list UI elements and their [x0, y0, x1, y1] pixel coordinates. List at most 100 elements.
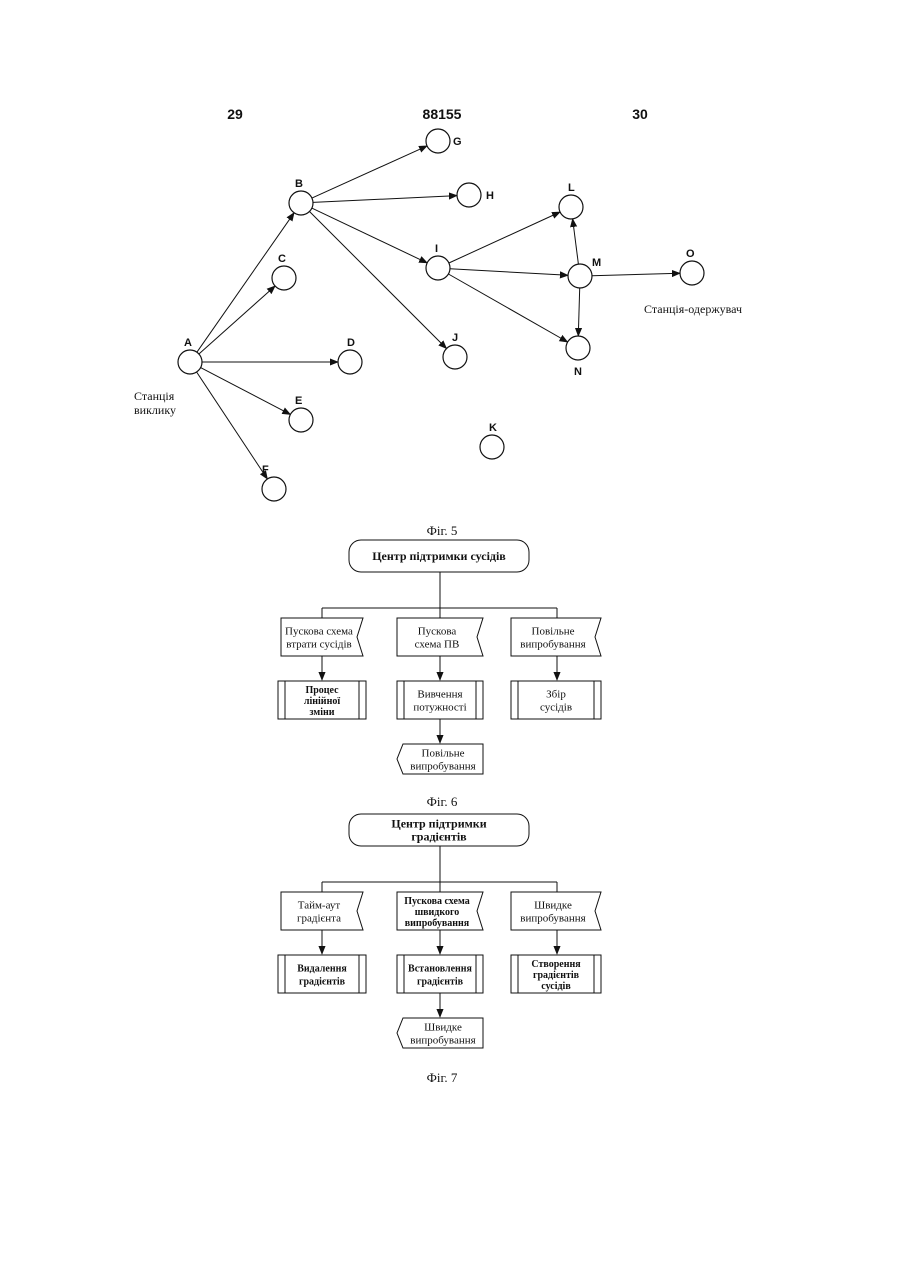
- fig7-process-text-line: градієнтів: [417, 977, 464, 988]
- edge-m-o: [592, 273, 680, 275]
- fig6-process-text-line: лінійної: [304, 696, 340, 707]
- node-label: J: [452, 332, 458, 344]
- fig6-process-text-line: потужності: [413, 702, 466, 714]
- edge-b-j: [310, 212, 447, 349]
- fig6-flowchart: Центр підтримки сусідівПускова схемавтра…: [278, 540, 601, 774]
- fig7-trigger-text-line: швидкого: [415, 907, 460, 918]
- fig7-trigger-text-line: випробування: [520, 913, 585, 925]
- node-label: L: [568, 182, 575, 194]
- fig7-flowchart: Центр підтримкиградієнтівТайм-аутградієн…: [278, 814, 601, 1048]
- node-circle: [272, 266, 296, 290]
- fig7-process-text-line: градієнтів: [299, 977, 346, 988]
- node-j: J: [443, 332, 467, 369]
- fig6-trigger-text-line: Пускова: [418, 626, 457, 638]
- node-circle: [289, 408, 313, 432]
- node-circle: [480, 435, 504, 459]
- edge-m-n: [578, 288, 579, 336]
- fig6-caption: Фіг. 6: [427, 794, 458, 809]
- fig7-caption: Фіг. 7: [427, 1070, 458, 1085]
- edge-i-n: [448, 274, 567, 342]
- fig5-nodes: A B C D E F G H I J K L M N O: [178, 129, 704, 501]
- node-circle: [338, 350, 362, 374]
- node-f: F: [262, 464, 286, 501]
- edge-b-i: [312, 208, 427, 263]
- fig7-output-text-line: Швидке: [424, 1022, 462, 1034]
- fig7-process-text-line: Створення: [531, 959, 581, 970]
- node-b: B: [289, 178, 313, 215]
- node-label: G: [453, 136, 462, 148]
- node-label: O: [686, 248, 695, 260]
- fig6-output-text-line: випробування: [410, 761, 475, 773]
- node-label: F: [262, 464, 269, 476]
- node-g: G: [426, 129, 462, 153]
- fig6-trigger-text-line: Повільне: [532, 626, 575, 638]
- source-station-label-line1: Станція: [134, 389, 175, 403]
- patent-number: 88155: [423, 106, 462, 122]
- node-label: B: [295, 178, 303, 190]
- fig5-caption: Фіг. 5: [427, 523, 458, 538]
- fig7-output-text-line: випробування: [410, 1035, 475, 1047]
- node-m: M: [568, 257, 601, 288]
- fig6-process-text-line: Процес: [305, 685, 339, 696]
- node-n: N: [566, 336, 590, 378]
- node-label: E: [295, 395, 302, 407]
- node-label: K: [489, 422, 497, 434]
- fig7-process-text-line: Встановлення: [408, 964, 472, 975]
- node-label: D: [347, 337, 355, 349]
- fig7-trigger-text-line: Пускова схема: [404, 896, 469, 907]
- node-label: C: [278, 253, 286, 265]
- node-a: A: [178, 337, 202, 374]
- node-e: E: [289, 395, 313, 432]
- node-circle: [568, 264, 592, 288]
- edge-a-e: [201, 368, 291, 415]
- fig7-process-text-line: сусідів: [541, 981, 571, 992]
- edge-i-l: [449, 212, 560, 263]
- source-station-label-line2: виклику: [134, 403, 176, 417]
- edge-m-l: [573, 219, 579, 264]
- fig6-trigger-text-line: випробування: [520, 639, 585, 651]
- node-label: I: [435, 243, 438, 255]
- fig6-trigger-text-line: втрати сусідів: [286, 639, 351, 651]
- node-label: A: [184, 337, 192, 349]
- node-circle: [289, 191, 313, 215]
- node-k: K: [480, 422, 504, 459]
- node-circle: [262, 477, 286, 501]
- node-circle: [457, 183, 481, 207]
- fig5-edges: [197, 146, 680, 479]
- fig7-trigger-text-line: градієнта: [297, 913, 341, 925]
- page-number-right: 30: [632, 106, 648, 122]
- page-number-left: 29: [227, 106, 243, 122]
- node-label: N: [574, 366, 582, 378]
- fig5-network-graph: A B C D E F G H I J K L M N O Станція виклику Станція-…: [134, 129, 742, 501]
- node-d: D: [338, 337, 362, 374]
- edge-a-c: [199, 286, 275, 354]
- fig6-trigger-text-line: Пускова схема: [285, 626, 353, 638]
- fig6-process-text-line: Збір: [546, 689, 566, 701]
- fig7-trigger-text-line: Тайм-аут: [298, 900, 341, 912]
- edge-i-m: [450, 269, 568, 276]
- node-o: O: [680, 248, 704, 285]
- node-h: H: [457, 183, 494, 207]
- node-label: M: [592, 257, 601, 269]
- fig6-title-line: Центр підтримки сусідів: [372, 549, 506, 563]
- node-circle: [680, 261, 704, 285]
- fig7-trigger-text-line: випробування: [405, 918, 470, 929]
- node-circle: [559, 195, 583, 219]
- edge-b-h: [313, 196, 457, 203]
- node-i: I: [426, 243, 450, 280]
- node-label: H: [486, 190, 494, 202]
- node-c: C: [272, 253, 296, 290]
- destination-station-label: Станція-одержувач: [644, 302, 742, 316]
- fig6-process-text-line: сусідів: [540, 702, 572, 714]
- fig7-trigger-text-line: Швидке: [534, 900, 572, 912]
- node-circle: [426, 256, 450, 280]
- fig7-process-text-line: градієнтів: [533, 970, 580, 981]
- fig7-title-line: Центр підтримки: [391, 817, 486, 831]
- fig6-output-text-line: Повільне: [422, 748, 465, 760]
- node-circle: [443, 345, 467, 369]
- edge-b-g: [312, 146, 427, 198]
- fig7-process-text-line: Видалення: [297, 964, 347, 975]
- edge-a-f: [197, 372, 268, 479]
- node-l: L: [559, 182, 583, 219]
